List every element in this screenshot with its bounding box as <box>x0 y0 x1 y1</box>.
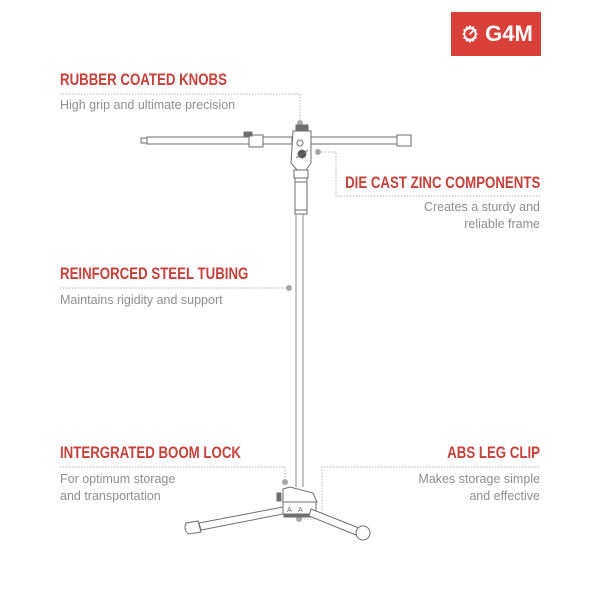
svg-text:A: A <box>287 507 292 514</box>
brand-name: G4M <box>485 21 533 46</box>
feature-desc-die-cast-zinc-line2: reliable frame <box>464 217 540 231</box>
tripod-legs <box>184 506 371 541</box>
feature-desc-rubber-coated-knobs: High grip and ultimate precision <box>60 98 236 112</box>
feature-title-boom-lock: INTERGRATED BOOM LOCK <box>60 443 241 462</box>
clutch-head <box>290 124 312 179</box>
feature-title-reinforced-steel: REINFORCED STEEL TUBING <box>60 264 249 283</box>
feature-title-abs-leg-clip: ABS LEG CLIP <box>447 443 540 462</box>
feature-title-die-cast-zinc: DIE CAST ZINC COMPONENTS <box>344 173 540 192</box>
feature-desc-die-cast-zinc-line1: Creates a sturdy and <box>423 200 540 214</box>
upper-tube <box>294 177 308 215</box>
gear-gauge-icon <box>462 24 478 44</box>
main-tube <box>295 214 304 487</box>
feature-desc-abs-leg-clip-line1: Makes storage simple <box>418 472 540 486</box>
feature-desc-abs-leg-clip-line2: and effective <box>469 489 540 503</box>
feature-title-rubber-coated-knobs: RUBBER COATED KNOBS <box>60 70 227 89</box>
feature-desc-reinforced-steel: Maintains rigidity and support <box>60 293 223 307</box>
feature-desc-boom-lock-line1: For optimum storage <box>60 472 176 486</box>
svg-text:A: A <box>298 507 303 514</box>
base-assembly: A A <box>276 486 318 518</box>
feature-desc-boom-lock-line2: and transportation <box>60 489 161 503</box>
brand-logo: G4M <box>451 12 541 56</box>
leader-lines <box>60 93 540 520</box>
boom-arm <box>140 131 412 148</box>
